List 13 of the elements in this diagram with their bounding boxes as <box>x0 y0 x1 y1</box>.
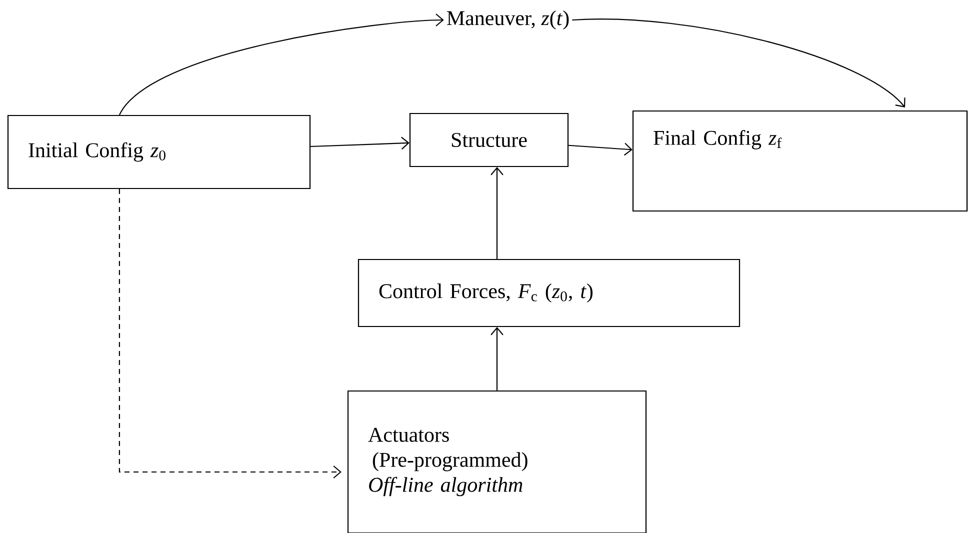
process-box: Final Config z$_{f}$ <box>632 110 968 212</box>
arrow <box>119 14 444 116</box>
arrow <box>568 142 632 156</box>
arrow <box>572 18 906 108</box>
process-box: Structure <box>409 112 569 168</box>
arrow <box>310 136 410 150</box>
dashed-arrow <box>118 189 342 478</box>
process-box: Control Forces, F$_{c}$ (z$_{0}$, t) <box>358 258 740 328</box>
process-box: Actuators (Pre-programmed) Off-line algorithm <box>347 390 647 533</box>
process-box: Initial Config z$_{0}$ <box>7 114 311 190</box>
arrow <box>490 167 504 259</box>
arrow <box>490 327 504 390</box>
edge-text: Maneuver, z(t) <box>447 10 569 30</box>
